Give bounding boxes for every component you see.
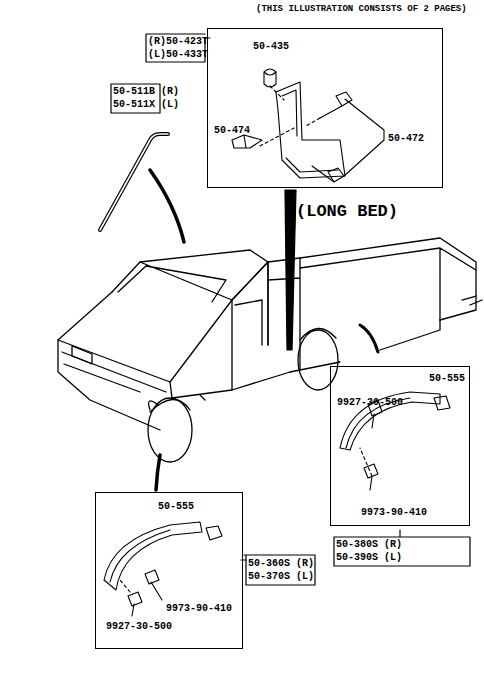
part-number: 9927-30-500 [106, 621, 172, 633]
part-number: 50-555 [429, 373, 465, 385]
part-number: 50-472 [388, 133, 424, 145]
part-number: 9973-90-410 [361, 507, 427, 519]
part-number: 50-435 [253, 41, 289, 53]
part-number: 50-511X (L) [113, 99, 179, 111]
detail-box: 50-555 9973-90-410 9927-30-500 [95, 492, 243, 649]
variant-label: (LONG BED) [296, 202, 398, 221]
part-number: 50-390S (L) [336, 552, 402, 564]
part-number: 50-474 [214, 125, 250, 137]
part-number: 9927-30-500 [337, 397, 403, 409]
page-note: (THIS ILLUSTRATION CONSISTS OF 2 PAGES) [256, 4, 467, 15]
detail-box: 50-435 50-474 50-472 [207, 28, 443, 188]
part-number: (L)50-433T [148, 49, 208, 61]
part-number: 9973-90-410 [166, 603, 232, 615]
part-number: 50-370S (L) [248, 571, 314, 583]
part-number: 50-360S (R) [248, 558, 314, 570]
part-number: 50-555 [158, 501, 194, 513]
part-number: (R)50-423T [148, 36, 208, 48]
part-number: 50-511B (R) [113, 86, 179, 98]
detail-box: 50-555 9927-30-500 9973-90-410 [330, 366, 470, 526]
part-number: 50-380S (R) [336, 539, 402, 551]
